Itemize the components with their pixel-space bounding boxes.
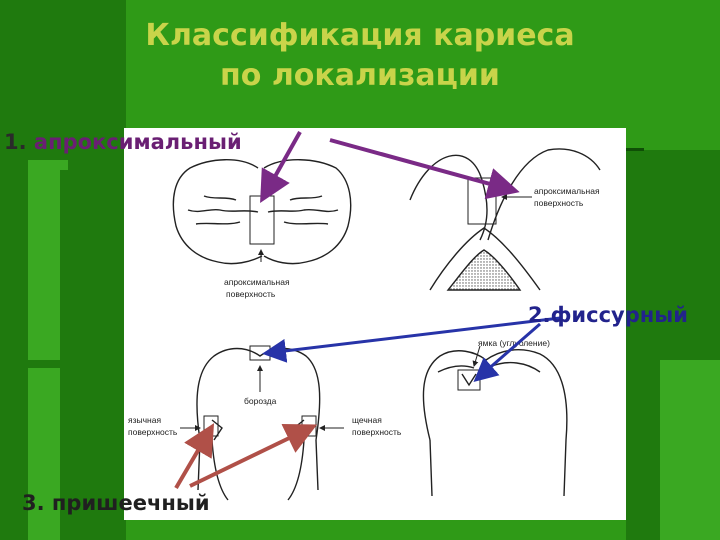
label-lingual-surface: язычная [128, 415, 161, 425]
occlusal-teeth-drawing [173, 160, 350, 264]
callout-fissure: 2.фиссурный [528, 303, 688, 327]
label-approximal-surface-2: поверхность [226, 289, 276, 299]
label-lingual-surface-2: поверхность [128, 427, 178, 437]
arrow-icon [330, 140, 512, 190]
label-groove: борозда [244, 396, 277, 406]
callout-approximal: 1. апроксимальный [4, 130, 242, 154]
label-buccal-surface-2: поверхность [352, 427, 402, 437]
callout-approximal-text: апроксимальный [34, 130, 242, 154]
label-buccal-surface: щечная [352, 415, 382, 425]
label-approximal-surface-right: апроксимальная [534, 186, 600, 196]
arrow-icon [264, 132, 300, 196]
label-approximal-surface-right-2: поверхность [534, 198, 584, 208]
molar-pit-drawing [423, 346, 566, 496]
callout-approximal-number: 1. [4, 130, 27, 154]
callout-cervical: 3. пришеечный [22, 491, 210, 515]
label-approximal-surface: апроксимальная [224, 277, 290, 287]
